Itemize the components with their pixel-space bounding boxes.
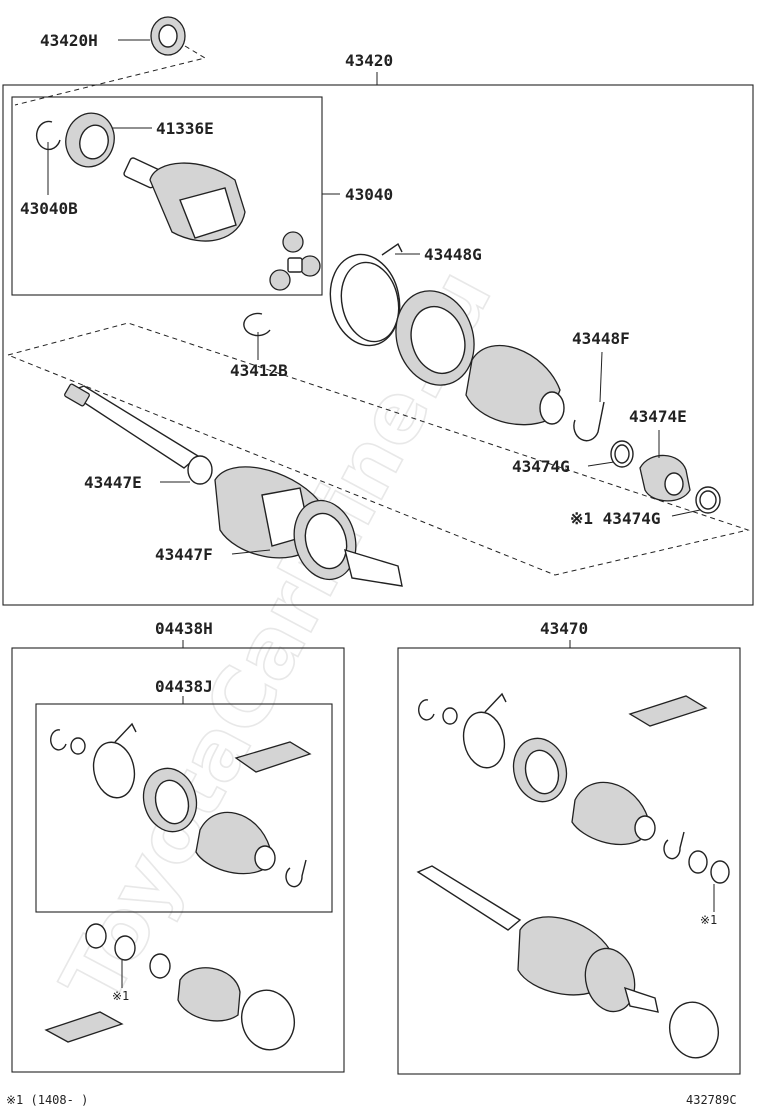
label-43474g-note[interactable]: ※1 43474G	[570, 509, 660, 528]
part-43448f-boot-clamp[interactable]	[573, 401, 605, 442]
part-43474g-clamp-note[interactable]	[695, 486, 721, 514]
part-43448g-boot-clamp[interactable]	[322, 242, 408, 352]
diagram-id: 432789C	[686, 1093, 737, 1107]
label-43470[interactable]: 43470	[540, 619, 588, 638]
kit-43470-parts[interactable]	[416, 692, 730, 1063]
label-04438h[interactable]: 04438H	[155, 619, 213, 638]
label-43040[interactable]: 43040	[345, 185, 393, 204]
part-43040b-snap-ring[interactable]	[35, 120, 61, 151]
label-41336e[interactable]: 41336E	[156, 119, 214, 138]
part-inboard-joint-housing[interactable]	[123, 157, 246, 242]
part-41336e-seal[interactable]	[60, 108, 120, 173]
part-inboard-boot[interactable]	[384, 281, 565, 426]
label-note1-a[interactable]: ※1	[112, 989, 129, 1003]
label-note1-b[interactable]: ※1	[700, 913, 717, 927]
kit-04438h-parts[interactable]	[44, 923, 301, 1056]
label-43040b[interactable]: 43040B	[20, 199, 78, 218]
part-outboard-boot-joint[interactable]	[214, 466, 403, 587]
footnote: ※1 (1408- )	[6, 1093, 88, 1107]
kit-box-43470	[397, 647, 741, 1075]
kit-box-04438h	[11, 647, 345, 1073]
part-43474g-clamp[interactable]	[610, 440, 634, 468]
part-tripod-rollers[interactable]	[269, 231, 321, 291]
label-43448g[interactable]: 43448G	[424, 245, 482, 264]
label-04438j[interactable]: 04438J	[155, 677, 213, 696]
label-43420[interactable]: 43420	[345, 51, 393, 70]
label-43474e[interactable]: 43474E	[629, 407, 687, 426]
label-43447f[interactable]: 43447F	[155, 545, 213, 564]
label-43447e[interactable]: 43447E	[84, 473, 142, 492]
kit-04438j-parts[interactable]	[50, 722, 312, 888]
assembly-box-43040	[11, 96, 323, 296]
kit-box-04438j	[35, 703, 333, 913]
label-43474g[interactable]: 43474G	[512, 457, 570, 476]
label-43412b[interactable]: 43412B	[230, 361, 288, 380]
part-drive-shaft[interactable]	[64, 383, 213, 485]
assembly-box-43420	[2, 84, 754, 606]
part-43474e-damper[interactable]	[639, 454, 691, 502]
part-43412b-snap-ring[interactable]	[243, 312, 271, 337]
part-43420h-seal[interactable]	[150, 16, 186, 56]
label-43420h[interactable]: 43420H	[40, 31, 98, 50]
label-43448f[interactable]: 43448F	[572, 329, 630, 348]
